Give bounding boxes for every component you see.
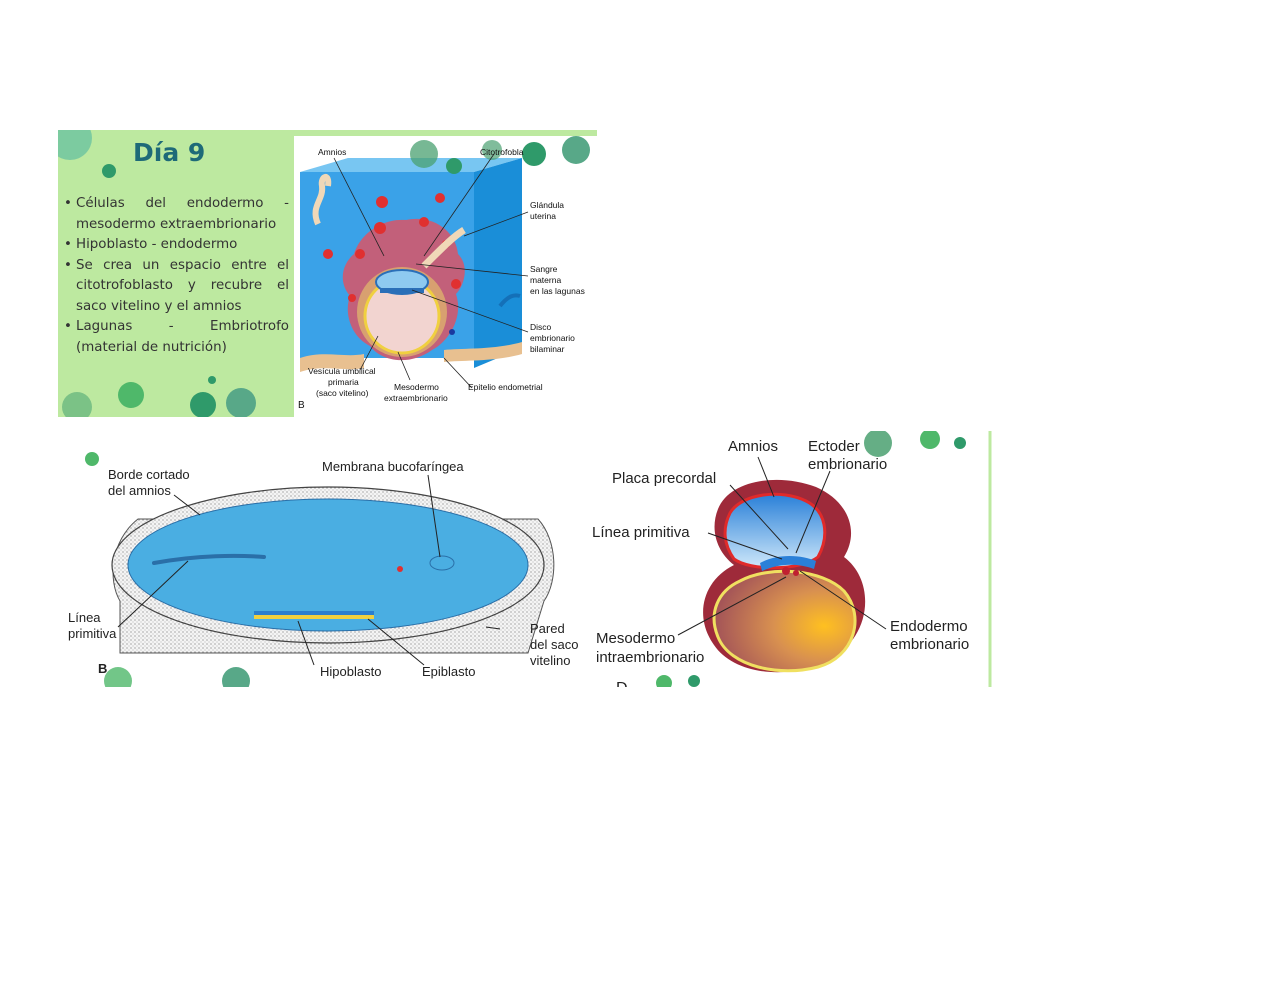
decor-circle — [410, 140, 438, 168]
endometrium-top-face — [300, 158, 522, 172]
decor-circle — [226, 388, 256, 417]
primitive-streak-node — [782, 567, 790, 575]
svg-text:uterina: uterina — [530, 211, 556, 221]
leader-lines — [677, 456, 887, 636]
uterine-gland — [312, 174, 332, 226]
label-sangre-materna: Sangre — [530, 264, 558, 274]
decor-circle — [118, 382, 144, 408]
decor-circle — [85, 452, 99, 466]
decor-circle — [58, 130, 92, 160]
svg-text:bilaminar: bilaminar — [530, 344, 565, 354]
bullet-item: Células del endodermo - mesodermo extrae… — [64, 194, 289, 235]
bullet-list: Células del endodermo - mesodermo extrae… — [64, 194, 289, 358]
implantation-diagram: Amnios Citotrofobla Glándula uterina San… — [298, 136, 590, 411]
embryonic-disc — [127, 498, 529, 632]
endometrium-side-face — [474, 192, 522, 368]
label-vesicula-umbilical: Vesícula umbilical — [308, 366, 376, 376]
svg-text:intraembrionario: intraembrionario — [596, 649, 704, 666]
figure-embryo-section: Amnios Ectoder embrionario Placa precord… — [590, 431, 992, 687]
ectoderm-layer — [760, 556, 816, 571]
label-amnios: Amnios — [728, 438, 778, 455]
blood-lacuna — [355, 249, 365, 259]
decor-circle — [190, 392, 216, 417]
panel-letter: B — [298, 400, 305, 411]
decor-circle — [864, 431, 892, 457]
embryonic-disc-diagram: Borde cortado del amnios Membrana bucofa… — [68, 452, 578, 687]
label-hipoblasto: Hipoblasto — [320, 664, 381, 679]
label-endodermo-embrionario: Endodermo — [890, 618, 968, 635]
svg-text:extraembrionario: extraembrionario — [384, 393, 448, 403]
panel-letter: D — [616, 680, 628, 687]
label-linea-primitiva: Línea — [68, 610, 101, 625]
svg-text:materna: materna — [530, 275, 561, 285]
slide-title: Día 9 — [133, 138, 206, 167]
decor-circle — [102, 164, 116, 178]
cursor-marker — [397, 566, 403, 572]
leader-lines — [333, 153, 529, 389]
label-membrana-bucofaringea: Membrana bucofaríngea — [322, 459, 464, 474]
svg-text:vitelino: vitelino — [530, 653, 570, 668]
svg-text:en las lagunas: en las lagunas — [530, 286, 585, 296]
implantation-figure: Amnios Citotrofobla Glándula uterina San… — [294, 136, 597, 417]
figure-embryonic-disc-dorsal: Borde cortado del amnios Membrana bucofa… — [58, 431, 590, 687]
label-mesodermo-extraembrionario: Mesodermo — [394, 382, 439, 392]
embryo-section-diagram: Amnios Ectoder embrionario Placa precord… — [592, 431, 992, 687]
svg-text:primaria: primaria — [328, 377, 359, 387]
label-epitelio-endometrial: Epitelio endometrial — [468, 382, 543, 392]
svg-text:del saco: del saco — [530, 637, 578, 652]
bullet-item: Hipoblasto - endodermo — [64, 235, 289, 256]
decor-circle — [208, 376, 216, 384]
label-borde-cortado: Borde cortado — [108, 467, 190, 482]
bullet-item: Se crea un espacio entre el citotrofobla… — [64, 256, 289, 318]
slide-dia-9: Día 9 Células del endodermo - mesodermo … — [58, 130, 597, 417]
hypoblast-layer — [254, 615, 374, 619]
label-disco-embrionario: Disco — [530, 322, 552, 332]
amniotic-cavity — [723, 492, 827, 570]
bullet-item: Lagunas - Embriotrofo (material de nutri… — [64, 317, 289, 358]
label-mesodermo-intraembrionario: Mesodermo — [596, 630, 675, 647]
decor-circle — [62, 392, 92, 417]
svg-text:del amnios: del amnios — [108, 483, 171, 498]
label-amnios: Amnios — [318, 147, 346, 157]
svg-text:primitiva: primitiva — [68, 626, 117, 641]
leader-lines — [117, 474, 501, 666]
svg-text:(saco vitelino): (saco vitelino) — [316, 388, 369, 398]
svg-text:embrionario: embrionario — [530, 333, 575, 343]
buccopharyngeal-membrane — [429, 555, 455, 571]
panel-letter: B — [98, 661, 107, 676]
label-epiblasto: Epiblasto — [422, 664, 475, 679]
svg-text:embrionario: embrionario — [808, 456, 887, 473]
label-citotrofoblasto: Citotrofobla — [480, 147, 524, 157]
label-ectodermo-embrionario: Ectoder — [808, 438, 860, 455]
label-linea-primitiva: Línea primitiva — [592, 524, 690, 541]
epiblast-layer — [254, 611, 374, 615]
endometrial-epithelium — [300, 354, 364, 372]
primitive-streak — [152, 553, 266, 565]
label-glandula-uterina: Glándula — [530, 200, 564, 210]
label-pared-saco-vitelino: Pared — [530, 621, 565, 636]
bilaminar-disc — [380, 288, 424, 293]
svg-text:embrionario: embrionario — [890, 636, 969, 653]
label-placa-precordal: Placa precordal — [612, 470, 716, 487]
